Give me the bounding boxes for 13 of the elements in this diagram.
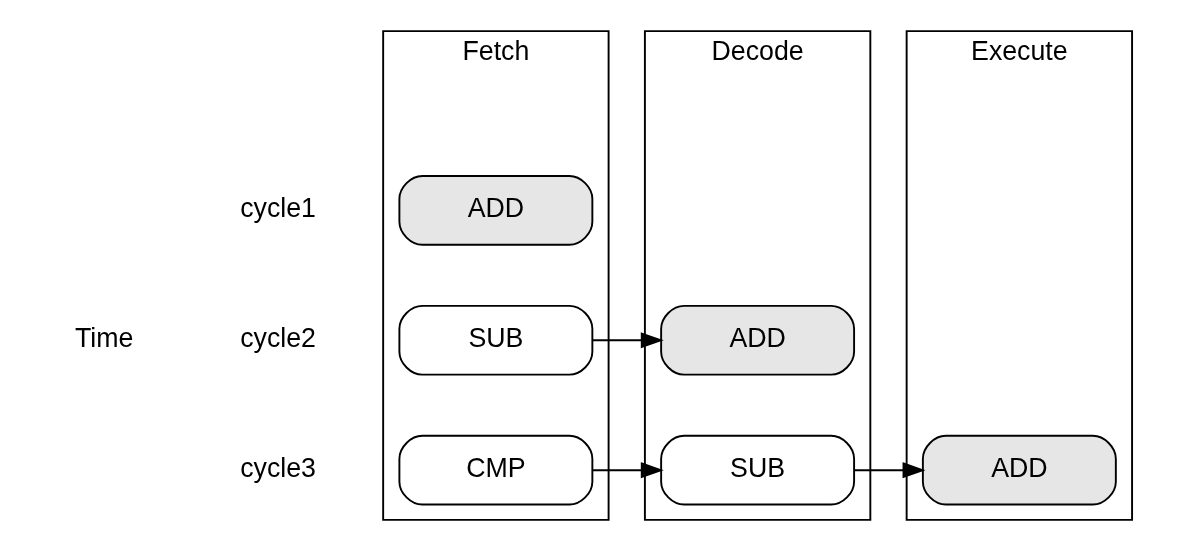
label: Time — [75, 323, 134, 354]
arrow — [591, 462, 664, 479]
label: cycle2 — [240, 323, 316, 354]
arrow — [591, 332, 664, 349]
node-box: CMP — [398, 434, 594, 506]
node-box: SUB — [398, 304, 594, 376]
arrow — [853, 462, 926, 479]
node-box: SUB — [660, 434, 856, 506]
node-box: ADD — [921, 434, 1117, 506]
label: cycle3 — [240, 453, 316, 484]
label: cycle1 — [240, 193, 316, 224]
node-box: ADD — [398, 175, 594, 246]
node-box: ADD — [660, 304, 856, 376]
